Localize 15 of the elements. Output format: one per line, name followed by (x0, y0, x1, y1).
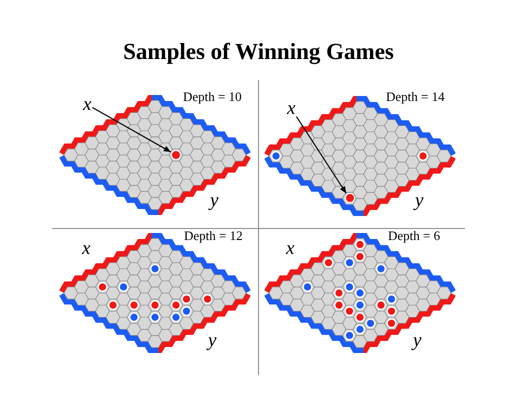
depth-label: Depth = 6 (388, 229, 440, 242)
depth-label: Depth = 10 (183, 90, 242, 103)
variable-label: y (415, 191, 424, 210)
variable-label: y (208, 331, 216, 350)
depth-label: Depth = 14 (386, 90, 445, 103)
variable-label: x (286, 239, 294, 258)
variable-label: y (210, 191, 218, 210)
variable-label: x (82, 239, 90, 258)
arrow (296, 116, 347, 194)
depth-label: Depth = 12 (184, 229, 243, 242)
arrow (92, 107, 172, 153)
variable-label: x (287, 99, 296, 118)
variable-label: x (83, 95, 92, 114)
variable-label: y (413, 331, 422, 350)
diagram-title: Samples of Winning Games (123, 40, 394, 63)
